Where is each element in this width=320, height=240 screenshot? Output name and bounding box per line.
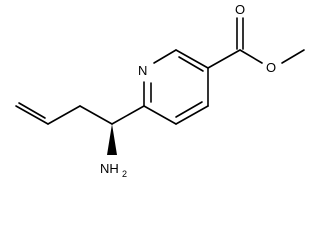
atom-label-ring-nitrogen: N: [138, 63, 147, 78]
bond-ring-n1-c2: [153, 49, 177, 64]
atom-label-methoxy-oxygen: O: [266, 60, 276, 75]
bond-ring-c5-c6: [143, 105, 177, 125]
bond-o-methyl: [281, 49, 305, 64]
bond-c3-carbonyl: [207, 49, 241, 69]
atom-label-carbonyl-oxygen: O: [235, 2, 245, 17]
bond-carbonyl-o-single: [239, 49, 263, 64]
bond-ring-c2-c3-inner: [178, 56, 204, 72]
atom-label-amine-subscript: 2: [122, 169, 127, 179]
bond-vinyl-double-b: [18, 102, 46, 119]
bond-vinyl-double-a: [15, 105, 49, 125]
bond-c6-chiral: [111, 105, 145, 125]
bond-ring-c4-c5: [175, 105, 209, 125]
bond-chiral-ch2: [79, 105, 113, 125]
bond-ch2-ch: [47, 105, 81, 125]
molecule-structure: N O O NH 2: [15, 2, 305, 179]
molecule-canvas: N O O NH 2: [15, 2, 305, 179]
bond-ring-c4-c5-inner: [175, 101, 203, 118]
atom-label-amine: NH: [100, 161, 119, 176]
bond-ring-c2-c3: [175, 49, 209, 69]
wedge-bond-amine: [107, 124, 117, 155]
